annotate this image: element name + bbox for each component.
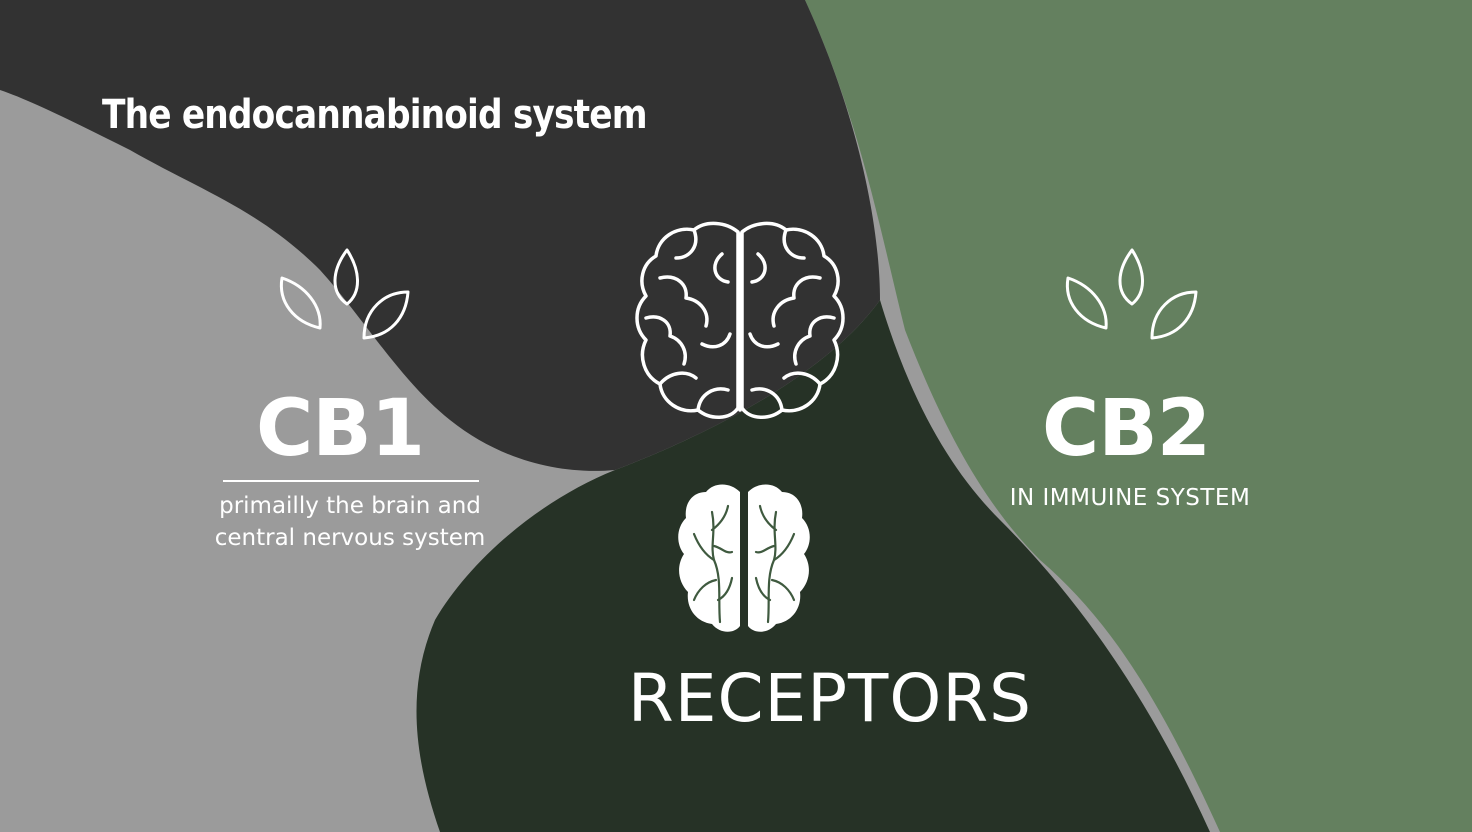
right-region xyxy=(805,0,1472,832)
top-region xyxy=(0,0,880,471)
cb1-label: CB1 xyxy=(256,384,425,474)
cb1-description-line: primailly the brain and xyxy=(219,493,481,519)
diagram-title: The endocannabinoid system xyxy=(102,92,648,138)
receptors-label: RECEPTORS xyxy=(627,660,1033,737)
cb1-description: primailly the brain and central nervous … xyxy=(200,490,500,554)
brain-filled-icon xyxy=(678,484,810,632)
leaves-icon xyxy=(1065,248,1198,340)
cb2-description: IN IMMUINE SYSTEM xyxy=(1009,485,1251,511)
brain-outline-icon xyxy=(635,221,845,419)
bottom-region xyxy=(416,300,1211,832)
cb1-description-line: central nervous system xyxy=(214,525,486,551)
cb1-divider xyxy=(223,480,479,482)
cb2-label: CB2 xyxy=(1042,384,1211,474)
leaves-icon xyxy=(279,248,410,340)
